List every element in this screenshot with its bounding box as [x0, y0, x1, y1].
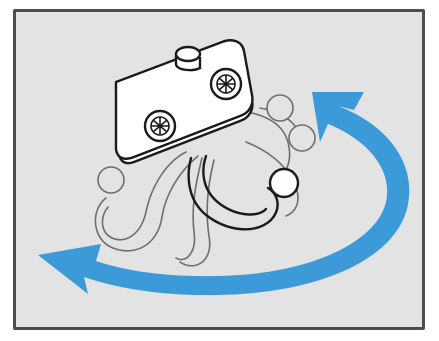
hook-arm — [189, 156, 278, 229]
hook-tip-ball — [270, 169, 298, 197]
swivel-hook-diagram — [16, 12, 425, 330]
top-knob — [176, 47, 200, 70]
illustration-frame — [13, 9, 425, 330]
screw-left-icon — [145, 111, 175, 141]
screw-right-icon — [211, 69, 241, 99]
